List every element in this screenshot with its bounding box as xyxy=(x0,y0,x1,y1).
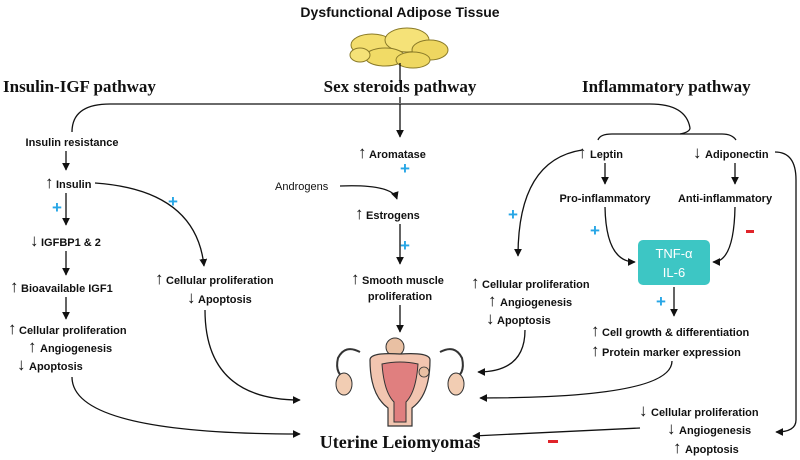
up-arrow: ↑ xyxy=(591,341,600,360)
insulin-right-apop: Apoptosis xyxy=(198,294,252,306)
plus-sign: + xyxy=(590,221,600,240)
up-arrow: ↑ xyxy=(591,321,600,340)
estrogens-label: Estrogens xyxy=(366,210,420,222)
tnf-alpha-label: TNF-α xyxy=(655,246,693,261)
anti-inflammatory-label: Anti-inflammatory xyxy=(678,193,773,205)
sex-steroids-pathway: ↑ Aromatase + Androgens ↑ Estrogens + ↑ … xyxy=(275,143,444,333)
insulin-angio: Angiogenesis xyxy=(40,343,112,355)
smooth-muscle-label: Smooth muscle xyxy=(362,275,444,287)
down-arrow: ↓ xyxy=(639,401,648,420)
up-arrow: ↑ xyxy=(358,143,367,162)
top-connectors xyxy=(71,63,691,138)
plus-sign: + xyxy=(400,236,410,255)
igfbp-label: IGFBP1 & 2 xyxy=(41,237,101,249)
plus-sign: + xyxy=(508,205,518,224)
il6-label: IL-6 xyxy=(663,265,685,280)
cell-growth-label: Cell growth & differentiation xyxy=(602,327,750,339)
up-arrow: ↑ xyxy=(8,319,17,338)
adipose-tissue-illustration xyxy=(349,27,449,69)
inflammatory-pathway: ↑ Leptin ↓ Adiponectin Pro-inflammatory … xyxy=(471,127,797,457)
up-arrow: ↑ xyxy=(471,273,480,292)
igf1-label: Bioavailable IGF1 xyxy=(21,283,113,295)
protein-marker-label: Protein marker expression xyxy=(602,347,741,359)
insulin-prolif: Cellular proliferation xyxy=(19,325,127,337)
leptin-angio: Angiogenesis xyxy=(500,297,572,309)
plus-sign: + xyxy=(52,198,62,217)
plus-sign: + xyxy=(168,192,178,211)
up-arrow: ↑ xyxy=(155,269,164,288)
down-arrow: ↓ xyxy=(17,355,26,374)
adipo-prolif: Cellular proliferation xyxy=(651,407,759,419)
up-arrow: ↑ xyxy=(578,143,587,162)
insulin-label: Insulin xyxy=(56,179,92,191)
insulin-resistance: Insulin resistance xyxy=(26,137,119,149)
down-arrow: ↓ xyxy=(30,231,39,250)
adiponectin-label: Adiponectin xyxy=(705,149,769,161)
sex-steroids-pathway-header: Sex steroids pathway xyxy=(324,77,477,96)
cytokine-box xyxy=(638,240,710,285)
insulin-pathway: Insulin resistance ↑ Insulin + ↓ IGFBP1 … xyxy=(8,137,301,438)
minus-sign xyxy=(746,230,754,233)
leptin-apop: Apoptosis xyxy=(497,315,551,327)
title: Dysfunctional Adipose Tissue xyxy=(300,4,499,20)
up-arrow: ↑ xyxy=(488,291,497,310)
uterus-illustration xyxy=(335,337,465,427)
up-arrow: ↑ xyxy=(28,337,37,356)
inflammatory-pathway-header: Inflammatory pathway xyxy=(582,77,751,96)
down-arrow: ↓ xyxy=(187,288,196,307)
leptin-prolif: Cellular proliferation xyxy=(482,279,590,291)
down-arrow: ↓ xyxy=(667,419,676,438)
pro-inflammatory-label: Pro-inflammatory xyxy=(559,193,651,205)
smooth-muscle-label-2: proliferation xyxy=(368,291,432,303)
insulin-apop: Apoptosis xyxy=(29,361,83,373)
leptin-label: Leptin xyxy=(590,149,623,161)
up-arrow: ↑ xyxy=(10,277,19,296)
insulin-pathway-header: Insulin-IGF pathway xyxy=(3,77,156,96)
up-arrow: ↑ xyxy=(355,204,364,223)
up-arrow: ↑ xyxy=(45,173,54,192)
plus-sign: + xyxy=(400,159,410,178)
minus-sign xyxy=(548,440,558,443)
down-arrow: ↓ xyxy=(693,143,702,162)
down-arrow: ↓ xyxy=(486,309,495,328)
up-arrow: ↑ xyxy=(673,438,682,457)
adipo-angio: Angiogenesis xyxy=(679,425,751,437)
outcome-label: Uterine Leiomyomas xyxy=(320,432,480,452)
plus-sign: + xyxy=(656,292,666,311)
up-arrow: ↑ xyxy=(351,269,360,288)
aromatase-label: Aromatase xyxy=(369,149,426,161)
androgens-label: Androgens xyxy=(275,181,329,193)
adipo-apop: Apoptosis xyxy=(685,444,739,456)
insulin-right-prolif: Cellular proliferation xyxy=(166,275,274,287)
